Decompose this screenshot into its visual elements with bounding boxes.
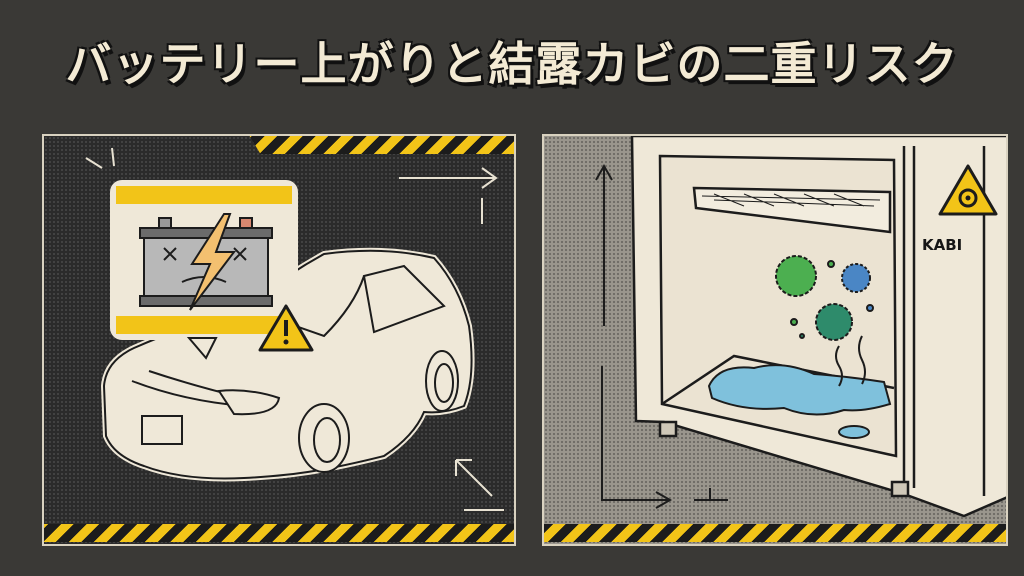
battery-risk-panel (42, 134, 516, 546)
hazard-stripe-bottom (44, 524, 514, 542)
dead-battery-icon (139, 213, 273, 311)
decor-arrows (595, 163, 728, 509)
page-title: バッテリー上がりと結露カビの二重リスク (65, 37, 959, 91)
biohazard-icon (938, 164, 998, 216)
decor-arrows (85, 147, 504, 511)
hazard-stripe-bottom (544, 524, 1006, 542)
water-puddle (707, 364, 892, 439)
mold-germs (775, 255, 874, 387)
mold-risk-panel (542, 134, 1008, 546)
hazard-label: KABI (922, 236, 963, 254)
warning-icon (258, 304, 314, 352)
hazard-stripe-top (249, 136, 514, 154)
car-illustration (100, 247, 475, 482)
